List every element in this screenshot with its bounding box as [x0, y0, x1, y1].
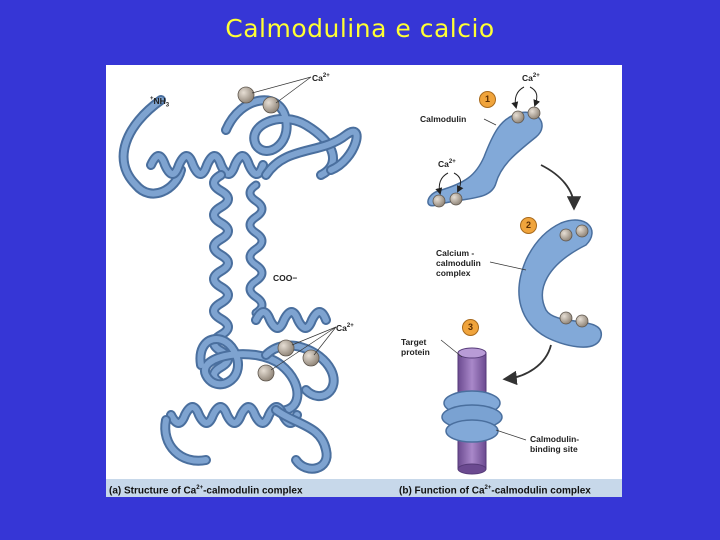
arrow-icon: [529, 86, 541, 107]
calcium-ion-icon: [559, 228, 573, 242]
label-coo: COO−: [273, 273, 298, 283]
label-ca-b-top: Ca2+: [522, 72, 540, 83]
calcium-ion-icon: [559, 311, 573, 325]
arrow-icon: [435, 172, 449, 195]
step-badge-3: 3: [462, 319, 479, 336]
label-target-protein: Target protein: [401, 337, 430, 357]
label-nh3: +NH3: [150, 95, 170, 109]
leader-lines-b: [440, 118, 527, 441]
step-badge-1: 1: [479, 91, 496, 108]
calcium-ion-icon: [277, 339, 295, 357]
caption-structure: (a) Structure of Ca2+-calmodulin complex: [109, 485, 303, 497]
calmodulin-binding-wrap: [441, 390, 503, 443]
calmodulin-ribbon-structure: [118, 95, 362, 474]
label-calmodulin: Calmodulin: [420, 114, 467, 124]
calcium-ion-icon: [432, 194, 446, 208]
arrow-icon: [453, 172, 464, 193]
slide-title: Calmodulina e calcio: [225, 14, 495, 43]
calcium-ion-icon: [527, 106, 541, 120]
calcium-ion-icon: [237, 86, 255, 104]
arrow-icon: [540, 164, 582, 211]
label-ca-top: Ca2+: [312, 72, 330, 83]
calcium-ion-icon: [449, 192, 463, 206]
figure-drawing: [118, 76, 602, 475]
label-ca-bottom: Ca2+: [336, 322, 354, 333]
label-binding-site: Calmodulin- binding site: [530, 434, 580, 454]
arrow-icon: [502, 344, 552, 386]
caption-function: (b) Function of Ca2+-calmodulin complex: [399, 485, 591, 497]
calcium-calmodulin-complex-shape: [518, 219, 602, 348]
label-ca-b-left: Ca2+: [438, 158, 456, 169]
calcium-ion-icon: [511, 110, 525, 124]
calcium-ion-icon: [302, 349, 320, 367]
calcium-ion-icon: [575, 314, 589, 328]
figure-panel: (a) Structure of Ca2+-calmodulin complex…: [106, 65, 622, 497]
arrow-icon: [511, 86, 525, 109]
leader-lines-a: [251, 76, 337, 371]
calcium-ion-icon: [257, 364, 275, 382]
step-badge-2: 2: [520, 217, 537, 234]
calcium-ion-icon: [575, 224, 589, 238]
label-complex: Calcium - calmodulin complex: [436, 248, 481, 278]
caption-bar: [106, 479, 622, 497]
calcium-ion-icon: [262, 96, 280, 114]
